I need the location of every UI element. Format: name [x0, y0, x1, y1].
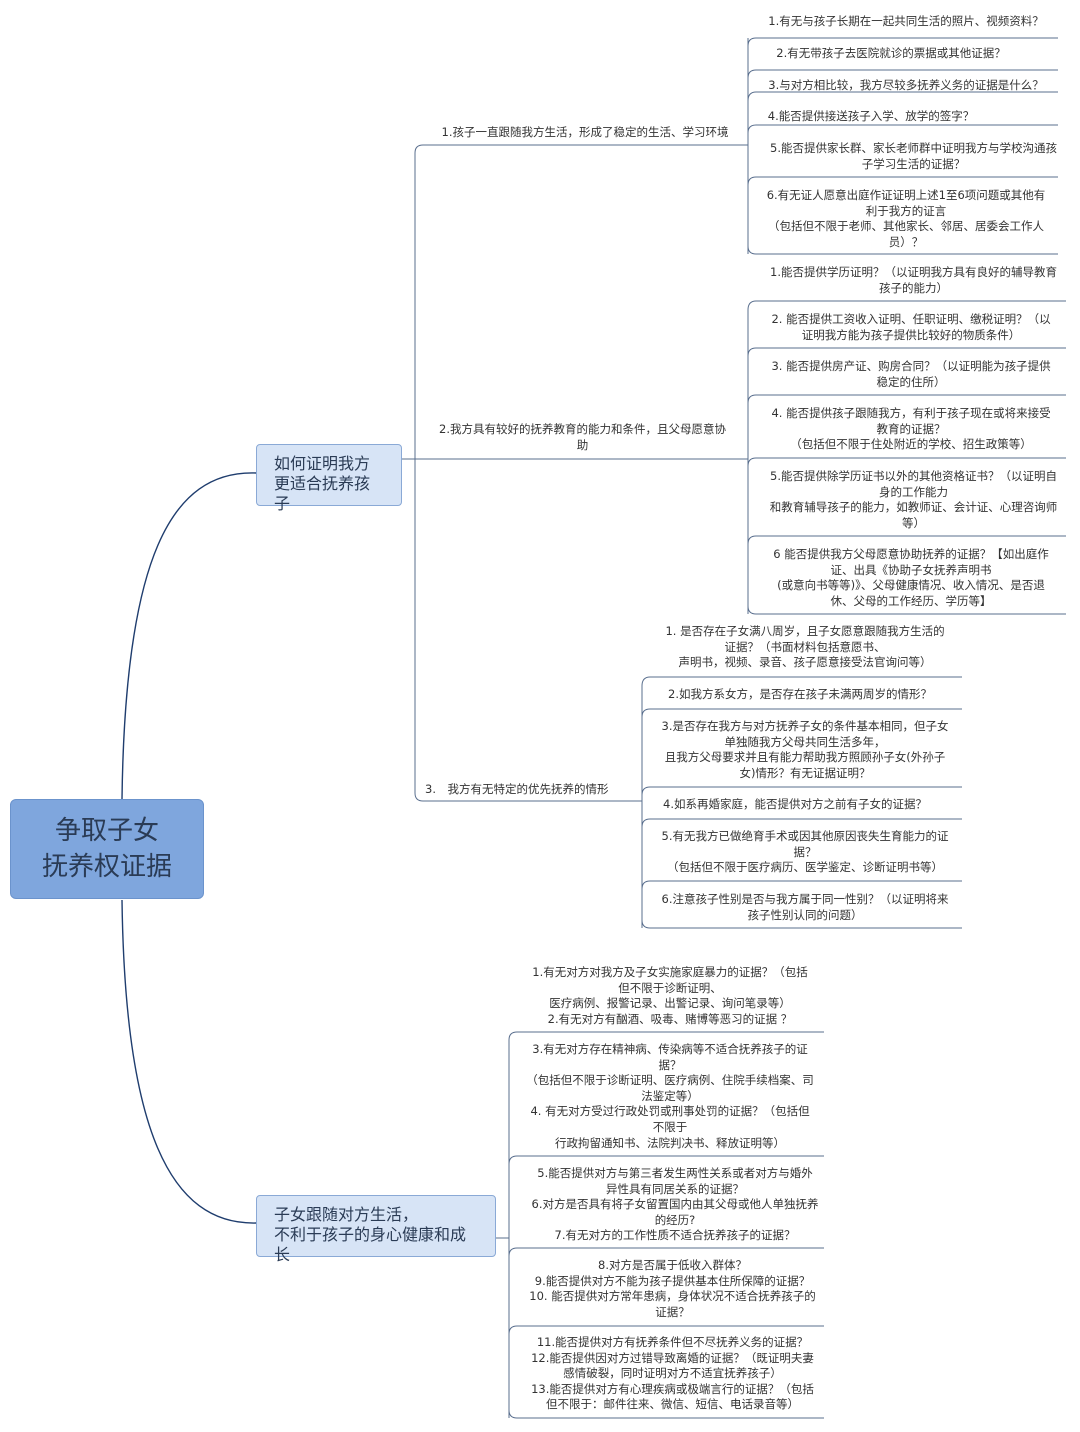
- sub3-item-4[interactable]: 4.如系再婚家庭，能否提供对方之前有子女的证据？: [663, 797, 927, 811]
- branch1-sub2-label[interactable]: 2.我方具有较好的抚养教育的能力和条件，且父母愿意协 助: [439, 422, 726, 452]
- root-topic[interactable]: 争取子女 抚养权证据: [10, 799, 204, 899]
- branch1-sub3-label[interactable]: 3. 我方有无特定的优先抚养的情形: [425, 782, 609, 796]
- branch2-item-1[interactable]: 1.有无对方对我方及子女实施家庭暴力的证据？（包括 但不限于诊断证明、 医疗病例…: [532, 965, 808, 1026]
- sub2-item-4[interactable]: 4. 能否提供孩子跟随我方，有利于孩子现在或将来接受 教育的证据？ （包括但不限…: [771, 406, 1051, 452]
- sub3-item-5[interactable]: 5.有无我方已做绝育手术或因其他原因丧失生育能力的证 据？ （包括但不限于医疗病…: [661, 829, 949, 875]
- sub2-item-6[interactable]: 6 能否提供我方父母愿意协助抚养的证据？【如出庭作 证、出具《协助子女抚养声明书…: [773, 547, 1049, 608]
- sub2-item-1[interactable]: 1.能否提供学历证明？（以证明我方具有良好的辅导教育 孩子的能力）: [770, 265, 1057, 295]
- sub2-item-3[interactable]: 3. 能否提供房产证、购房合同？（以证明能为孩子提供 稳定的住所）: [771, 359, 1051, 389]
- branch2-item-2[interactable]: 3.有无对方存在精神病、传染病等不适合抚养孩子的证 据？ （包括但不限于诊断证明…: [526, 1042, 814, 1150]
- sub3-item-6[interactable]: 6.注意孩子性别是否与我方属于同一性别？（以证明将来 孩子性别认同的问题）: [661, 892, 949, 922]
- sub1-item-3[interactable]: 3.与对方相比较，我方尽较多抚养义务的证据是什么？: [768, 78, 1044, 92]
- sub1-item-4[interactable]: 4.能否提供接送孩子入学、放学的签字？: [767, 109, 975, 123]
- sub2-item-2[interactable]: 2. 能否提供工资收入证明、任职证明、缴税证明？（以 证明我方能为孩子提供比较好…: [771, 312, 1051, 342]
- sub3-item-3[interactable]: 3.是否存在我方与对方抚养子女的条件基本相同，但子女 单独随我方父母共同生活多年…: [661, 719, 949, 780]
- branch2-item-4[interactable]: 8.对方是否属于低收入群体？ 9.能否提供对方不能为孩子提供基本住所保障的证据？…: [529, 1258, 816, 1319]
- sub2-item-5[interactable]: 5.能否提供除学历证书以外的其他资格证书？（以证明自 身的工作能力 和教育辅导孩…: [769, 469, 1058, 530]
- branch1-topic[interactable]: 如何证明我方 更适合抚养孩子: [256, 444, 402, 513]
- branch2-topic[interactable]: 子女跟随对方生活， 不利于孩子的身心健康和成长: [256, 1195, 496, 1264]
- root-to-branch1-curve: [121, 472, 257, 800]
- sub3-item-2[interactable]: 2.如我方系女方，是否存在孩子未满两周岁的情形？: [668, 687, 932, 701]
- branch2-item-3[interactable]: 5.能否提供对方与第三者发生两性关系或者对方与婚外 异性具有同居关系的证据？ 6…: [531, 1166, 819, 1243]
- sub1-item-6[interactable]: 6.有无证人愿意出庭作证证明上述1至6项问题或其他有 利于我方的证言 （包括但不…: [766, 188, 1046, 249]
- sub1-item-1[interactable]: 1.有无与孩子长期在一起共同生活的照片、视频资料？: [768, 14, 1044, 28]
- sub1-item-5[interactable]: 5.能否提供家长群、家长老师群中证明我方与学校沟通孩 子学习生活的证据？: [770, 141, 1057, 171]
- sub3-item-1[interactable]: 1. 是否存在子女满八周岁，且子女愿意跟随我方生活的 证据？（书面材料包括意愿书…: [665, 624, 945, 670]
- sub1-item-2[interactable]: 2.有无带孩子去医院就诊的票据或其他证据？: [776, 46, 1006, 60]
- branch2-item-5[interactable]: 11.能否提供对方有抚养条件但不尽抚养义务的证据？ 12.能否提供因对方过错导致…: [531, 1335, 814, 1412]
- root-to-branch2-curve: [121, 899, 257, 1224]
- branch1-sub1-label[interactable]: 1.孩子一直跟随我方生活，形成了稳定的生活、学习环境: [441, 125, 729, 139]
